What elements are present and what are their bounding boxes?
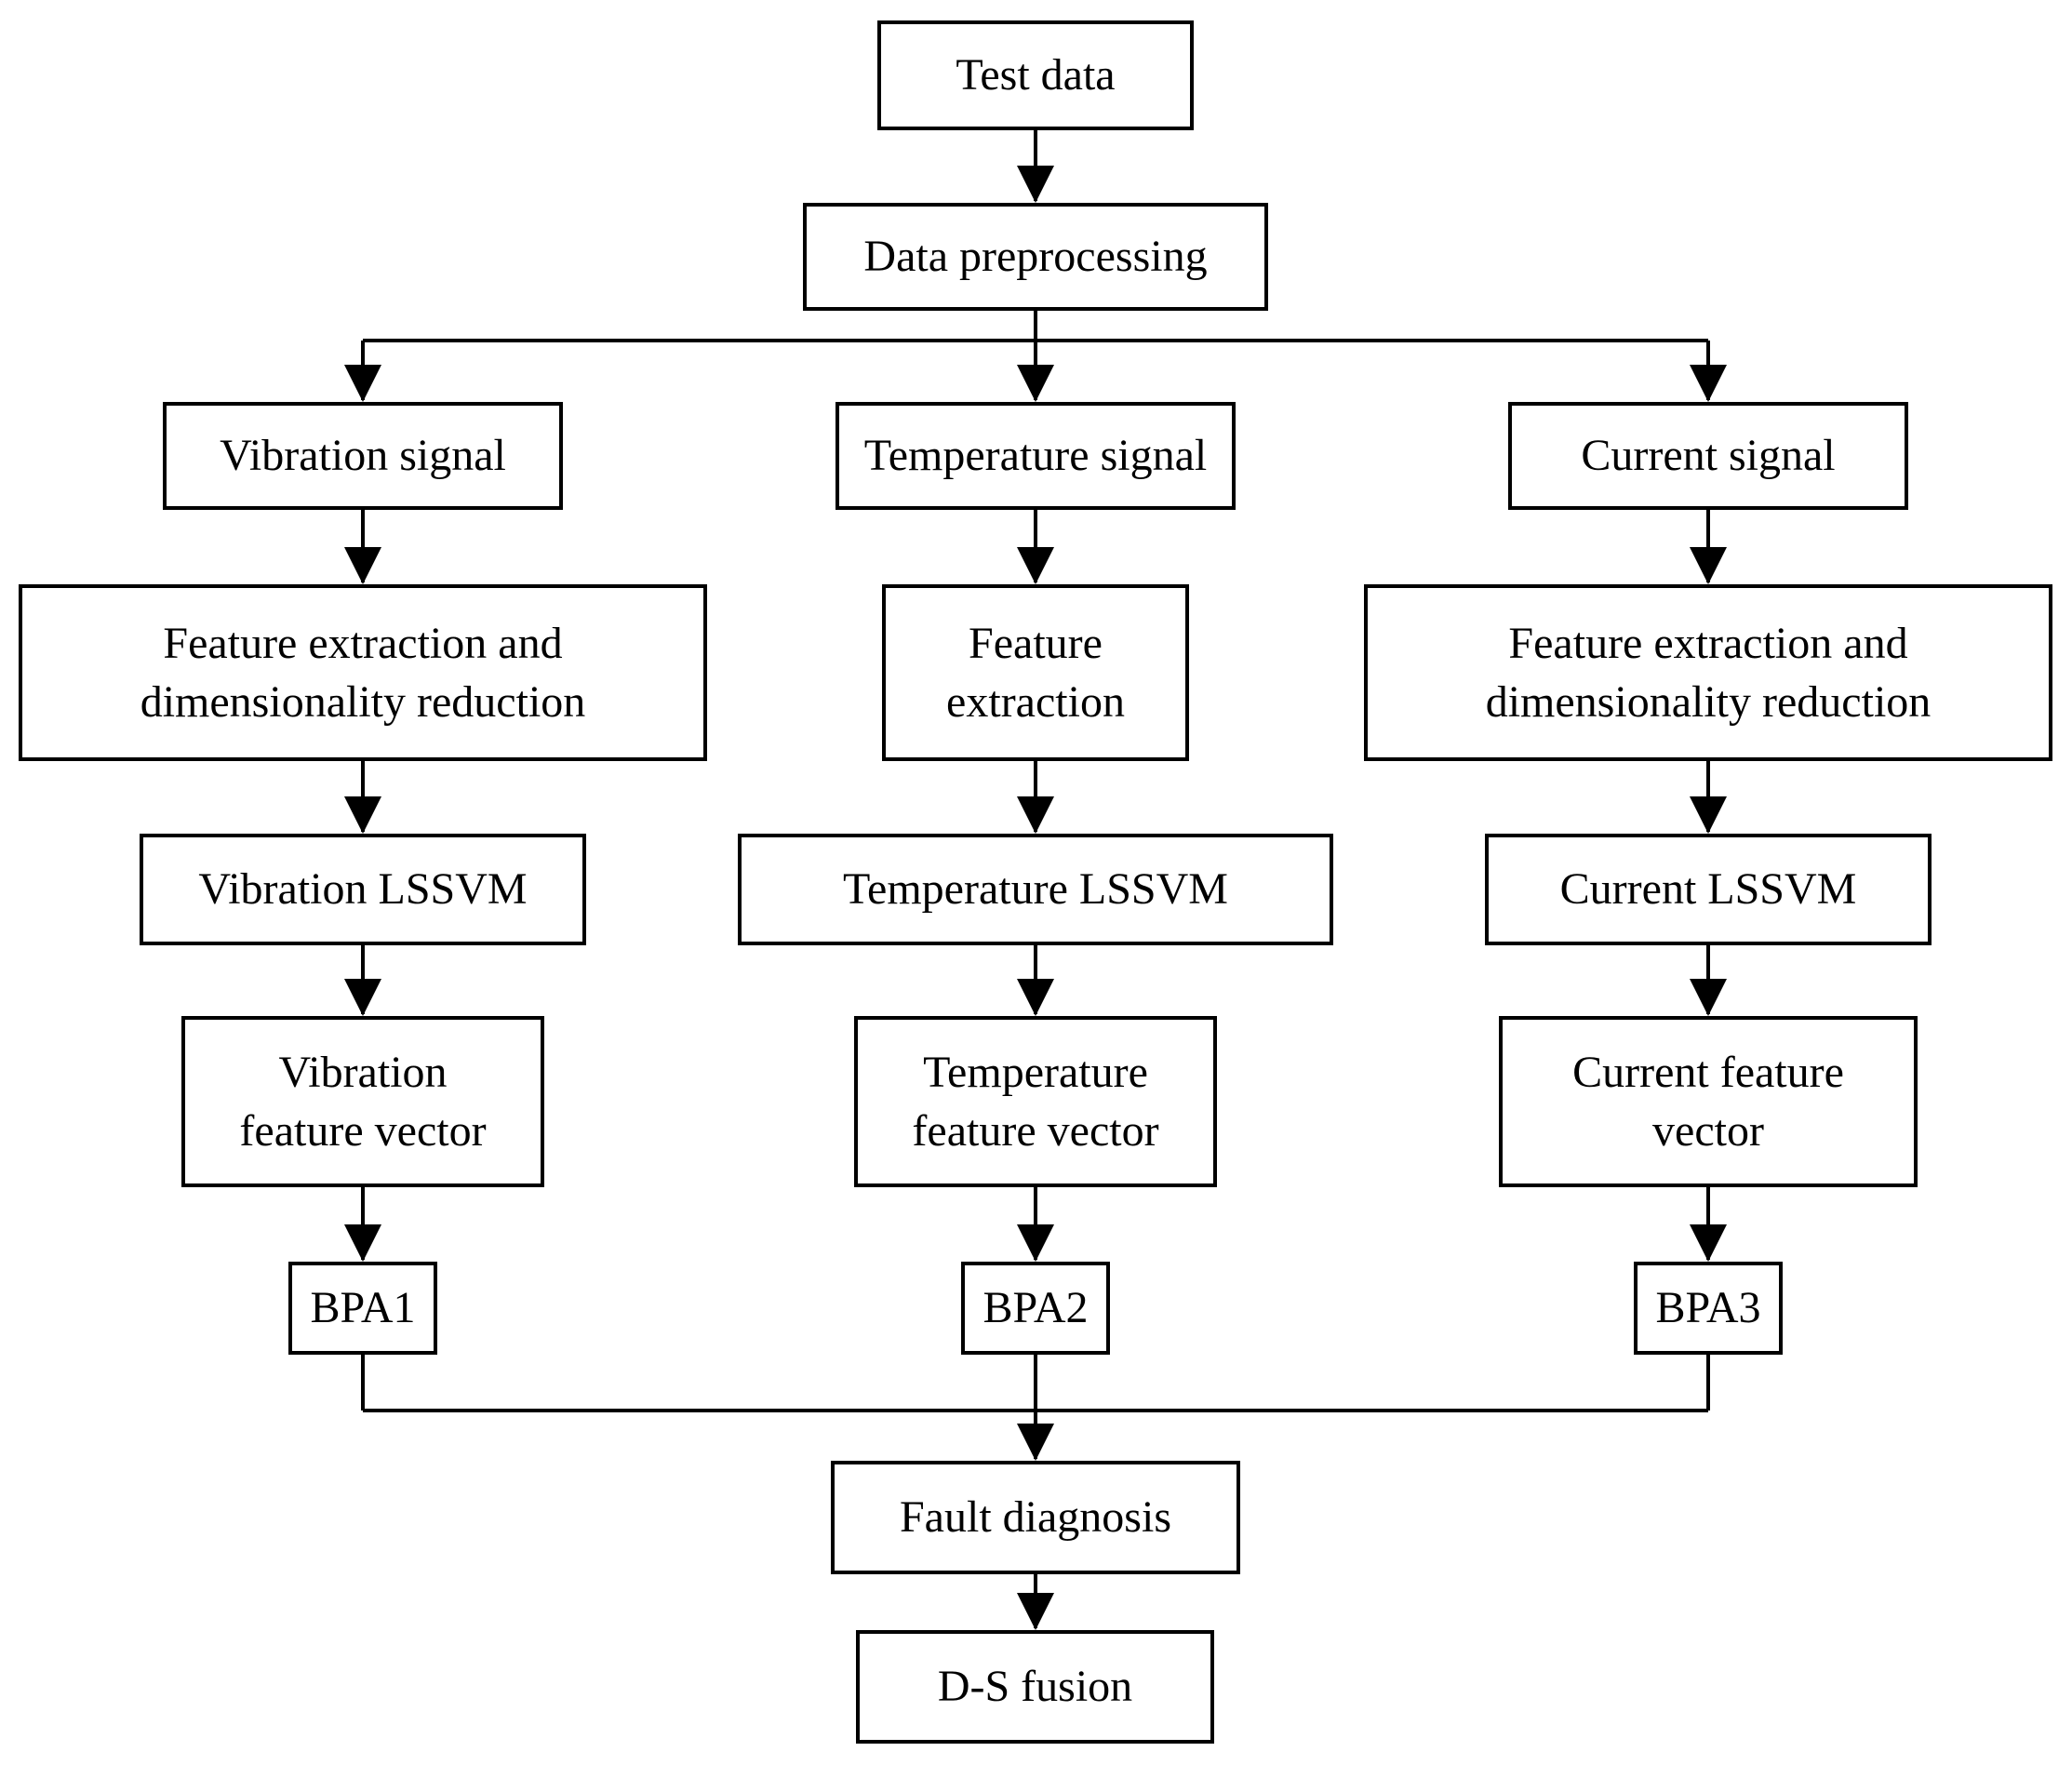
- node-bpa1: BPA1: [288, 1262, 437, 1355]
- node-vibration-feature-vector: Vibration feature vector: [181, 1016, 544, 1187]
- node-vibration-feature-extraction: Feature extraction and dimensionality re…: [19, 584, 707, 761]
- node-temperature-feature-extraction: Feature extraction: [882, 584, 1189, 761]
- node-current-lssvm: Current LSSVM: [1485, 834, 1932, 945]
- node-ds-fusion: D-S fusion: [856, 1630, 1214, 1744]
- node-bpa3: BPA3: [1634, 1262, 1783, 1355]
- node-data-preprocessing: Data preprocessing: [803, 203, 1268, 311]
- node-test-data: Test data: [877, 20, 1194, 130]
- node-vibration-signal: Vibration signal: [163, 402, 563, 510]
- node-current-feature-extraction: Feature extraction and dimensionality re…: [1364, 584, 2052, 761]
- node-bpa2: BPA2: [961, 1262, 1110, 1355]
- node-current-feature-vector: Current feature vector: [1499, 1016, 1918, 1187]
- node-fault-diagnosis: Fault diagnosis: [831, 1461, 1240, 1574]
- node-temperature-lssvm: Temperature LSSVM: [738, 834, 1333, 945]
- node-temperature-feature-vector: Temperature feature vector: [854, 1016, 1217, 1187]
- node-current-signal: Current signal: [1508, 402, 1908, 510]
- node-vibration-lssvm: Vibration LSSVM: [140, 834, 586, 945]
- node-temperature-signal: Temperature signal: [835, 402, 1236, 510]
